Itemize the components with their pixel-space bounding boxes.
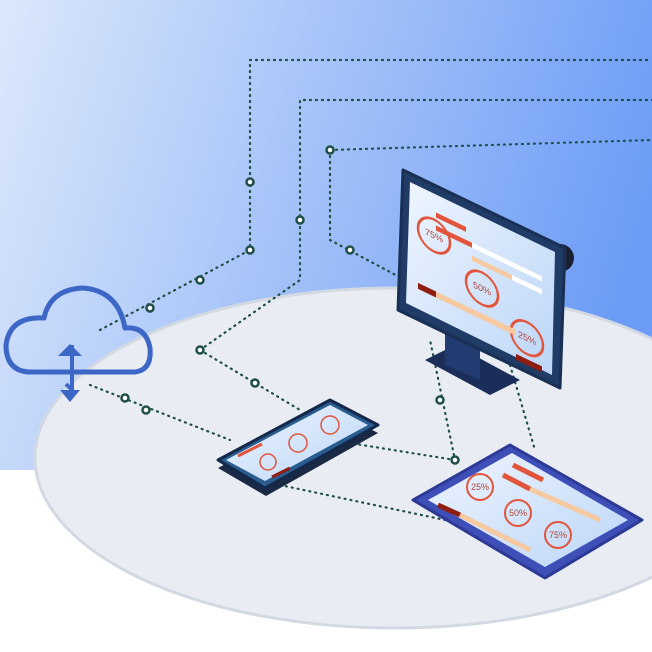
phone (216, 398, 380, 496)
tablet: 25% 50% 75% (411, 443, 644, 580)
monitor: 75% 50% 25% (396, 168, 574, 395)
tablet-gauge-1: 25% (471, 482, 489, 492)
cloud-sync-icon (3, 285, 153, 402)
connector-nodes (120, 145, 460, 465)
tablet-gauge-2: 50% (509, 508, 527, 518)
tablet-gauge-3: 75% (549, 530, 567, 540)
